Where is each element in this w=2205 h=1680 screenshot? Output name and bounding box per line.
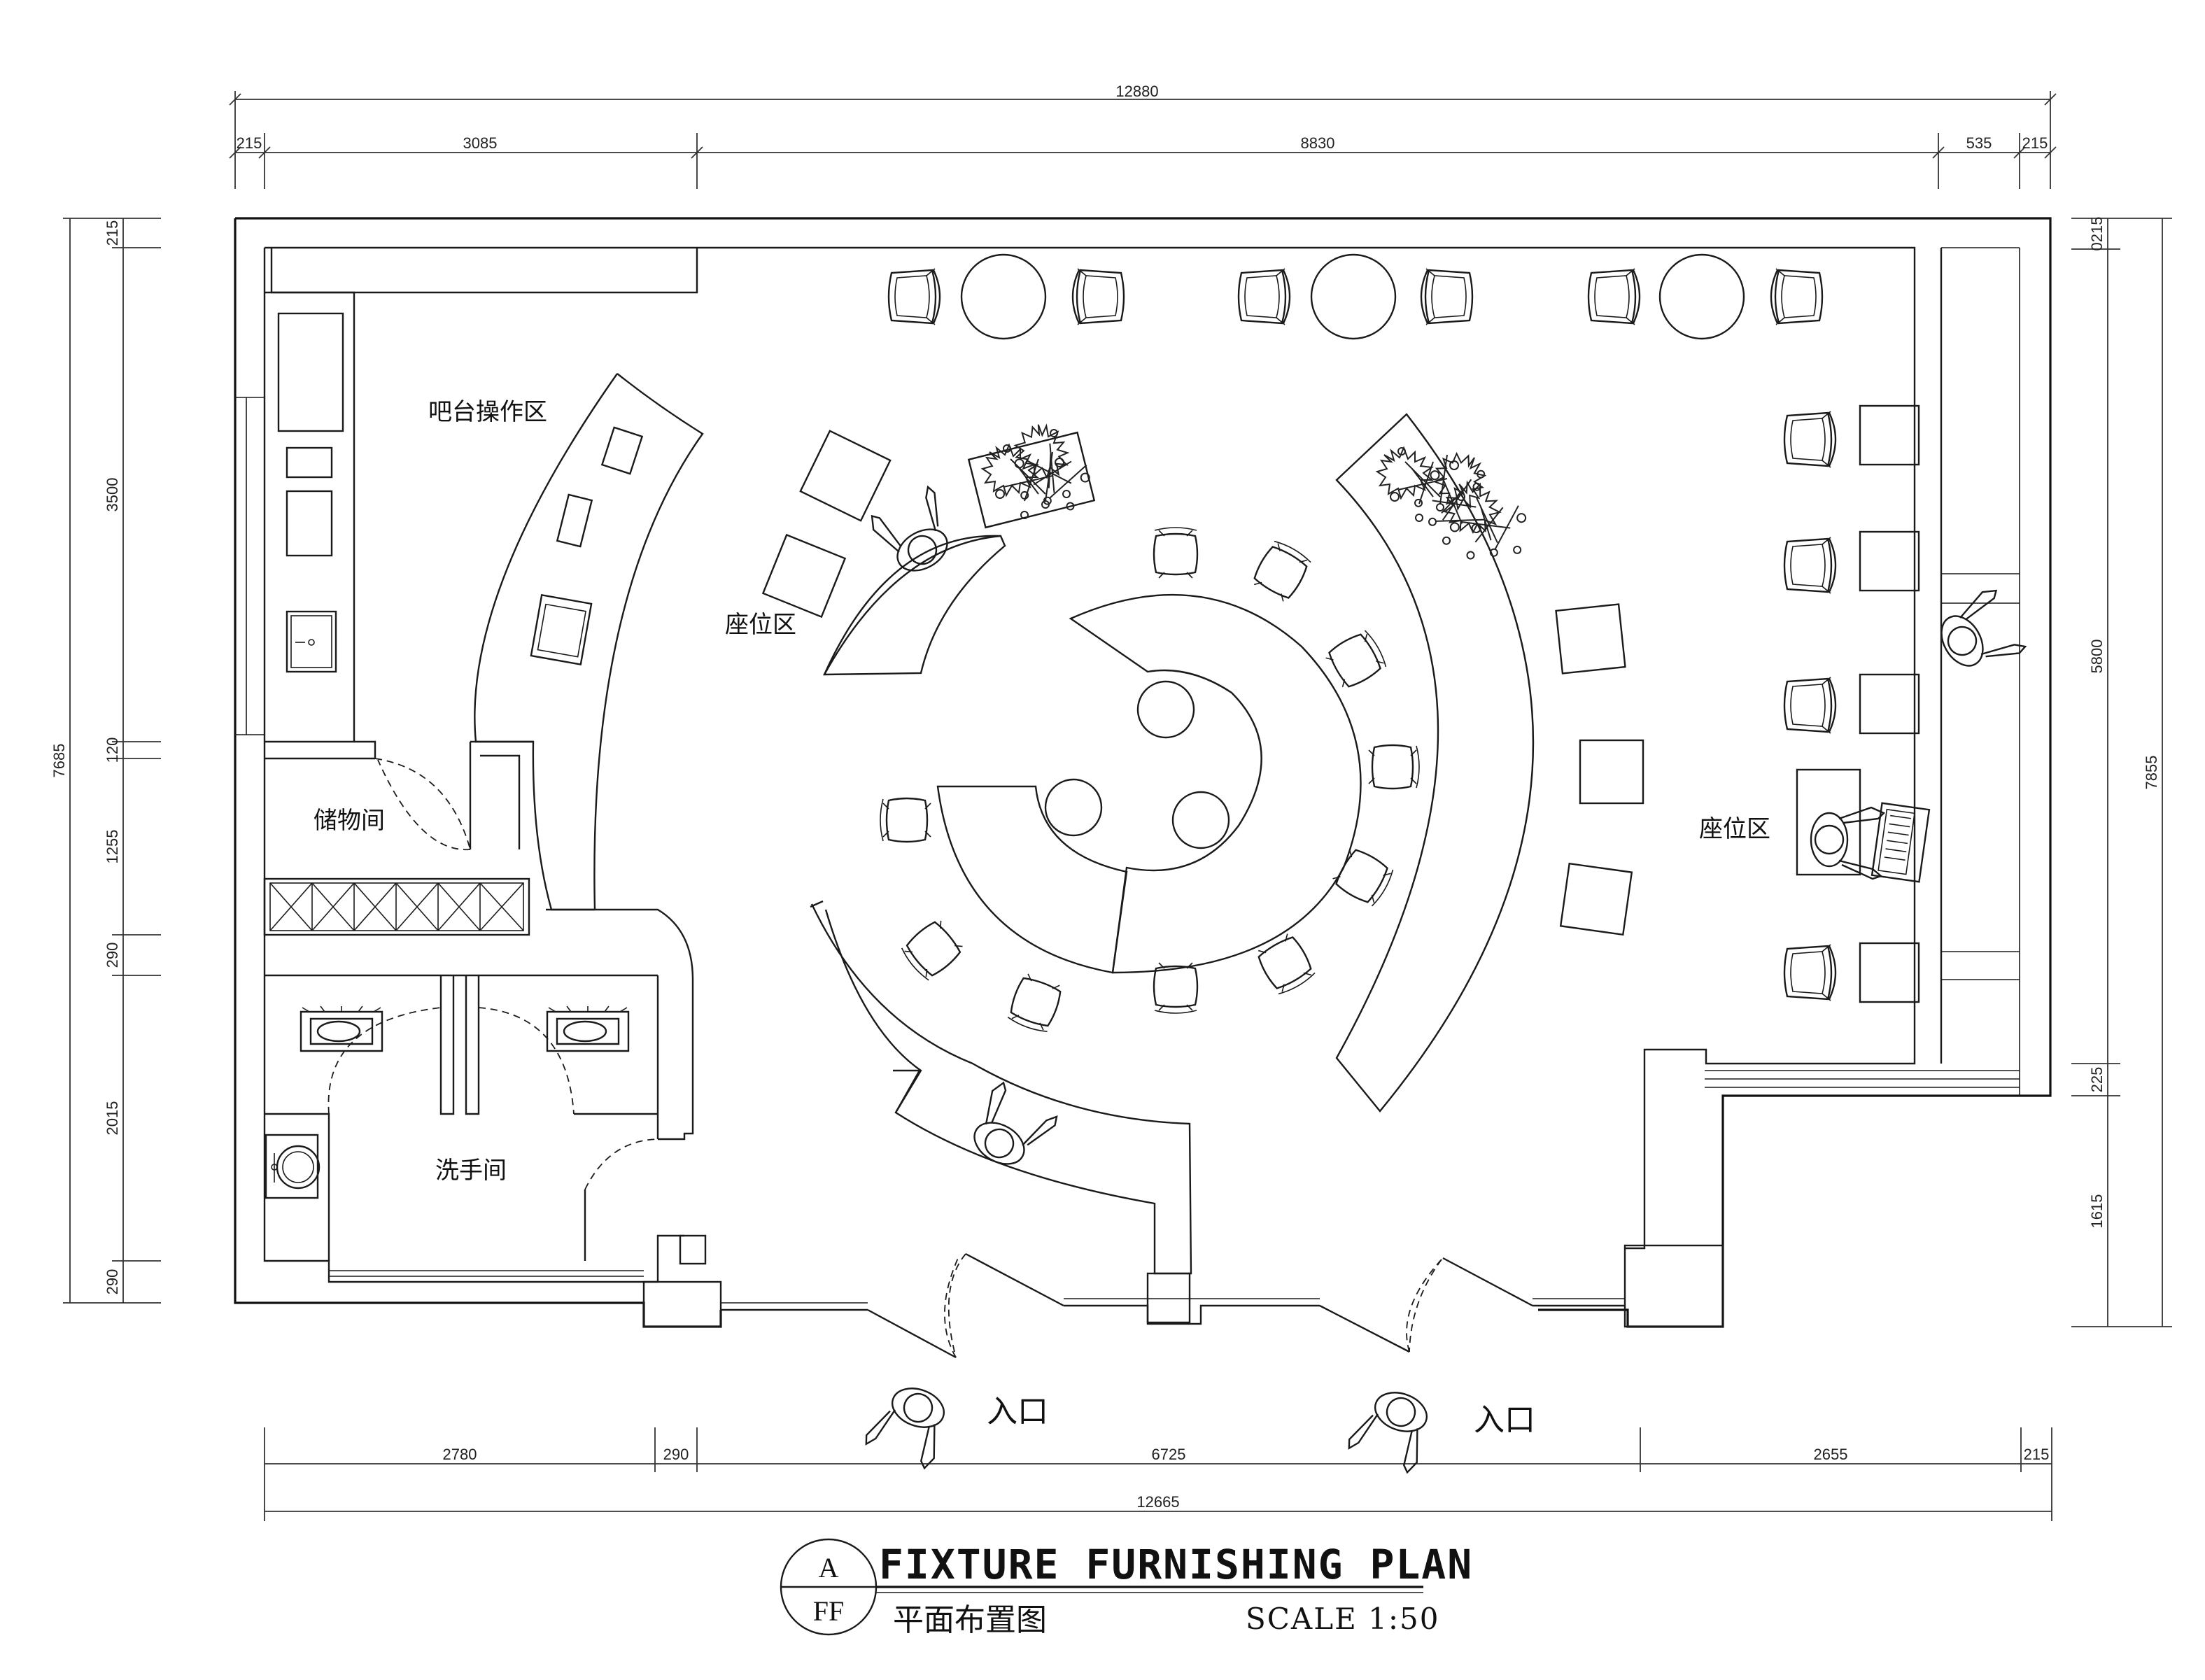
left-dimension-lines <box>63 218 161 1304</box>
dim-left-total: 7685 <box>50 744 68 778</box>
exterior-walls <box>234 217 2052 1328</box>
drawing-subtitle: 平面布置图 <box>893 1602 1047 1638</box>
back-counter <box>265 248 698 743</box>
square-table-icon <box>1859 673 1920 735</box>
person-icon <box>861 1376 956 1471</box>
dim-top-1: 215 <box>237 134 262 152</box>
curved-bench-right <box>1335 413 1644 1113</box>
person-icon <box>1344 1381 1439 1476</box>
title-mark-bottom: FF <box>813 1595 845 1627</box>
dim-left-4: 1255 <box>104 830 121 864</box>
top-table-row <box>889 253 1824 340</box>
chair-icon <box>1239 269 1290 325</box>
label-bar-work-area: 吧台操作区 <box>428 398 547 426</box>
chair-icon <box>1153 526 1199 579</box>
dim-bottom-total: 12665 <box>1136 1493 1179 1511</box>
entrance-door-left <box>867 1252 1064 1359</box>
laptop-icon <box>1871 802 1931 883</box>
person-icon <box>1929 584 2030 685</box>
washroom <box>265 908 694 1261</box>
label-storage-room: 储物间 <box>314 807 385 835</box>
label-entrance-left: 入口 <box>987 1394 1048 1430</box>
chair-icon <box>1784 537 1836 593</box>
dim-bottom-1: 2780 <box>443 1446 477 1463</box>
dim-top-5: 215 <box>2022 134 2048 152</box>
entrance-door-right <box>1319 1257 1533 1353</box>
dim-right-4: 1615 <box>2088 1194 2106 1229</box>
dim-bottom-4: 2655 <box>1814 1446 1848 1463</box>
top-dimension-lines <box>229 91 2057 189</box>
dim-top-total: 12880 <box>1115 83 1158 100</box>
dim-left-7: 290 <box>104 1269 121 1295</box>
chair-icon <box>1253 930 1318 998</box>
plant-icon <box>1376 447 1538 575</box>
dim-right-1: 0215 <box>2088 217 2106 251</box>
chair-icon <box>1784 411 1836 467</box>
chair-icon <box>1248 537 1314 605</box>
chair-icon <box>1329 844 1397 910</box>
chair-icon <box>1071 267 1125 326</box>
square-table-icon <box>1859 942 1920 1003</box>
right-wall-seating <box>1784 404 1920 1003</box>
dim-right-2: 5800 <box>2088 640 2106 674</box>
storage-room <box>263 740 533 936</box>
round-table-icon <box>1658 253 1745 340</box>
round-table-icon <box>960 253 1047 340</box>
bar-counter <box>474 373 704 911</box>
chair-icon <box>1367 744 1421 790</box>
central-island <box>936 593 1362 974</box>
chair-icon <box>1784 677 1836 733</box>
drawing-scale: SCALE 1:50 <box>1246 1602 1439 1636</box>
square-table-icon <box>1859 404 1920 466</box>
plant-icon <box>967 414 1106 529</box>
dim-bottom-5: 215 <box>2024 1446 2050 1463</box>
drawing-title: FIXTURE FURNISHING PLAN <box>879 1541 1473 1588</box>
dim-bottom-3: 6725 <box>1152 1446 1186 1463</box>
dim-left-1: 215 <box>104 220 121 246</box>
dim-right-total: 7855 <box>2143 756 2160 790</box>
label-washroom: 洗手间 <box>435 1157 507 1185</box>
dim-left-5: 290 <box>104 943 121 968</box>
chair-icon <box>1005 971 1065 1036</box>
island-stools <box>879 526 1421 1036</box>
title-mark-top: A <box>819 1552 839 1583</box>
chair-icon <box>1784 945 1836 1001</box>
dim-left-6: 2015 <box>104 1101 121 1136</box>
dim-top-4: 535 <box>1966 134 1992 152</box>
label-seating-area-right: 座位区 <box>1699 815 1770 843</box>
round-table-icon <box>1310 253 1397 340</box>
label-entrance-right: 入口 <box>1474 1402 1535 1438</box>
curved-bench-lower <box>810 900 1192 1324</box>
dim-top-2: 3085 <box>463 134 498 152</box>
title-block <box>780 1538 1423 1636</box>
chair-icon <box>889 269 940 325</box>
chair-icon <box>1770 267 1824 326</box>
dim-bottom-2: 290 <box>663 1446 689 1463</box>
right-dimension-lines <box>2071 218 2172 1327</box>
dim-left-2: 3500 <box>104 478 121 512</box>
chair-icon <box>1588 269 1640 325</box>
chair-icon <box>898 916 967 984</box>
curved-bench-upper-left <box>761 430 1006 676</box>
dim-top-3: 8830 <box>1301 134 1335 152</box>
dim-left-3: 120 <box>104 737 121 763</box>
person-icon <box>961 1079 1062 1180</box>
bottom-dimension-lines <box>264 1427 2052 1521</box>
chair-icon <box>1322 627 1390 693</box>
squat-toilet-icon <box>546 1005 630 1052</box>
dim-right-3: 225 <box>2088 1067 2106 1093</box>
square-table-icon <box>1796 768 1861 876</box>
square-table-icon <box>1859 530 1920 592</box>
chair-icon <box>1420 267 1474 326</box>
label-seating-area-center: 座位区 <box>725 611 796 639</box>
chair-icon <box>879 797 932 843</box>
